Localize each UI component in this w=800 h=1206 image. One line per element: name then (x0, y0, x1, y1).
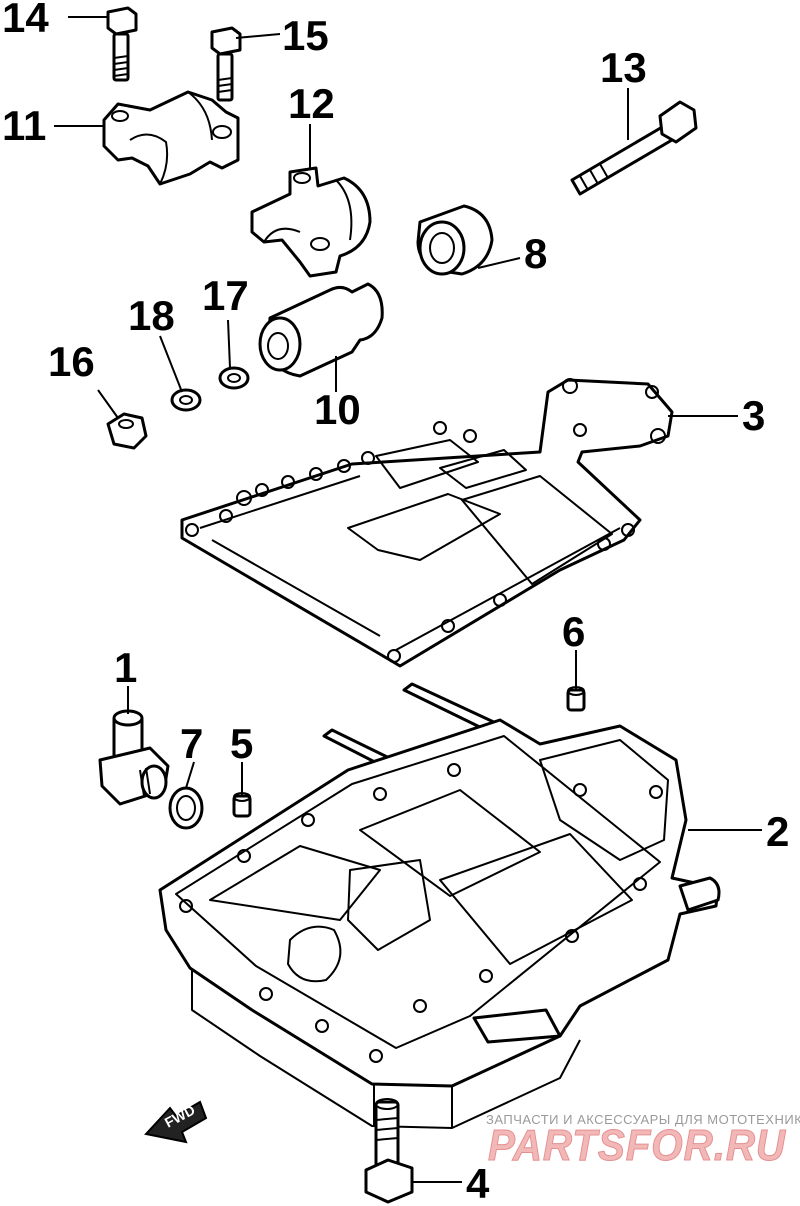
elbow-fitting-part-1 (98, 709, 170, 806)
mount-bracket-part-12 (250, 166, 372, 278)
bolt-part-4 (364, 1098, 414, 1204)
watermark-logo: PARTSFOR.RU (488, 1121, 786, 1170)
gasket-part-3 (180, 378, 674, 668)
callout-11: 11 (2, 102, 46, 149)
leader-lines (54, 16, 762, 1183)
callout-8: 8 (524, 230, 547, 277)
bushing-part-8 (416, 204, 494, 276)
callout-1: 1 (114, 644, 137, 691)
washer-part-17 (218, 366, 250, 390)
dowel-pin-part-6 (566, 686, 586, 712)
forward-arrow-icon (144, 1100, 208, 1144)
callout-7: 7 (180, 720, 203, 767)
bolt-part-14 (106, 6, 138, 82)
callout-10: 10 (314, 386, 361, 433)
bolt-part-15 (210, 26, 242, 102)
base-plate-part-2 (158, 682, 721, 1129)
washer-part-18 (170, 388, 202, 412)
callout-14: 14 (2, 0, 49, 41)
callout-17: 17 (202, 272, 249, 319)
nut-part-16 (106, 412, 148, 450)
callout-4: 4 (466, 1160, 490, 1206)
callout-18: 18 (128, 292, 175, 339)
rubber-mount-part-10 (258, 282, 384, 378)
o-ring-part-7 (168, 786, 204, 830)
callout-5: 5 (230, 720, 253, 767)
callout-12: 12 (288, 80, 335, 127)
callout-2: 2 (766, 808, 789, 855)
callout-15: 15 (282, 12, 329, 59)
long-bolt-part-13 (570, 100, 698, 196)
callout-6: 6 (562, 608, 585, 655)
watermark-tagline: ЗАПЧАСТИ И АКСЕССУАРЫ ДЛЯ МОТОТЕХНИКИ (486, 1112, 800, 1127)
callout-16: 16 (48, 338, 95, 385)
dowel-pin-part-5 (232, 792, 252, 818)
callout-3: 3 (742, 392, 765, 439)
callout-13: 13 (600, 44, 647, 91)
mount-bracket-part-11 (102, 90, 240, 186)
